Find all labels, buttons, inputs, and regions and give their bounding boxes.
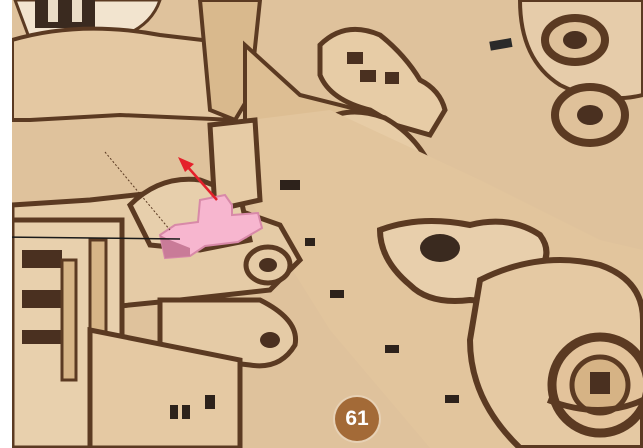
left-margin [0,0,12,448]
step-number: 61 [345,407,368,431]
lower-right-frame [470,260,643,448]
step-number-badge: 61 [335,397,379,441]
